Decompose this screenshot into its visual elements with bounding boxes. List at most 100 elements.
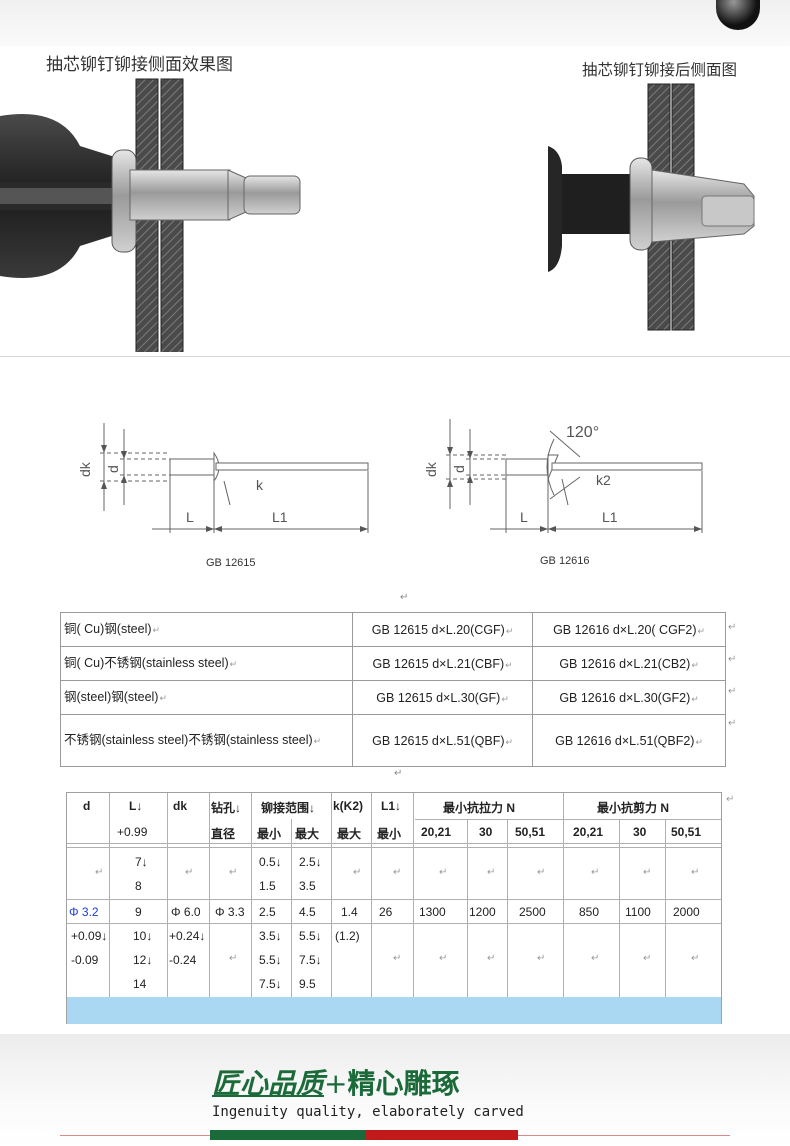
empty-cell-mark: ↵ (691, 867, 700, 878)
footer-green-bar (210, 1130, 366, 1140)
empty-cell-mark: ↵ (537, 867, 546, 878)
gb12616-cell: GB 12616 d×L.51(QBF2)↵ (532, 714, 726, 767)
L-value: 8 (135, 879, 142, 893)
header-grip-range: 铆接范围↓ (261, 801, 316, 815)
empty-cell-mark: ↵ (95, 867, 104, 878)
L-value: 14 (133, 977, 147, 991)
rivet-gun-illustration (0, 78, 301, 352)
row-end-mark: ↵ (728, 654, 737, 665)
row-end-mark: ↵ (728, 718, 737, 729)
footer-banner (0, 1034, 790, 1146)
dk-tolerance-minus: -0.24 (169, 953, 197, 967)
dk-label-right: dk (423, 461, 439, 477)
header-size: 50,51 (515, 825, 546, 839)
empty-cell-mark: ↵ (643, 953, 652, 964)
empty-cell-mark: ↵ (229, 867, 238, 878)
d-label-right: d (451, 465, 467, 473)
shear-value: 850 (579, 905, 600, 919)
grip-max-value: 3.5 (299, 879, 316, 893)
header-tensile: 最小抗拉力 N (443, 801, 516, 815)
empty-cell-mark: ↵ (439, 953, 448, 964)
empty-cell-mark: ↵ (537, 953, 546, 964)
rivet-dimension-drawing: dk d k L L1 120° dk d k2 L L1 (77, 419, 703, 533)
header-size: 30 (633, 825, 647, 839)
top-photo-strip (0, 0, 790, 46)
empty-cell-mark: ↵ (393, 953, 402, 964)
grip-min-value: 2.5 (259, 905, 276, 919)
table-row: 铜( Cu)钢(steel)↵ GB 12615 d×L.20(CGF)↵ GB… (60, 612, 726, 647)
header-L1-min: 最小 (377, 827, 402, 841)
d-tolerance-plus: +0.09↓ (71, 929, 108, 943)
tensile-value: 1300 (419, 905, 446, 919)
shear-value: 2000 (673, 905, 700, 919)
L-label-left: L (186, 509, 194, 525)
right-photo-title: 抽芯铆钉铆接后侧面图 (582, 61, 738, 79)
header-k: k(K2) (333, 799, 364, 813)
empty-cell-mark: ↵ (591, 867, 600, 878)
footer-red-bar (366, 1130, 518, 1140)
header-shear: 最小抗剪力 N (597, 801, 670, 815)
rivet-spec-table: d L↓ +0.99 dk 钻孔↓ 直径 铆接范围↓ 最小 最大 k(K2) 最… (66, 792, 722, 1024)
empty-cell-mark: ↵ (185, 867, 194, 878)
grip-min-value: 0.5↓ (259, 855, 282, 869)
empty-cell-mark: ↵ (591, 953, 600, 964)
empty-cell-mark: ↵ (353, 867, 362, 878)
header-L1: L1↓ (381, 799, 402, 813)
row-end-mark: ↵ (726, 794, 735, 805)
material-cell: 钢(steel)钢(steel)↵ (60, 680, 353, 715)
material-cell: 铜( Cu)钢(steel)↵ (60, 612, 353, 647)
drill-value: Φ 3.3 (215, 905, 245, 919)
grip-max-value: 2.5↓ (299, 855, 322, 869)
d-tolerance-minus: -0.09 (71, 953, 99, 967)
std-label-right: GB 12616 (540, 555, 590, 567)
header-size: 30 (479, 825, 493, 839)
rivet-after-view-image: 抽芯铆钉铆接后侧面图 (548, 46, 790, 352)
L1-label-left: L1 (272, 509, 288, 525)
grip-min-value: 3.5↓ (259, 929, 282, 943)
header-drill-diameter: 直径 (211, 827, 236, 841)
grip-max-value: 4.5 (299, 905, 316, 919)
header-L: L↓ (129, 799, 143, 813)
tensile-value: 1200 (469, 905, 496, 919)
angle-label: 120° (566, 424, 599, 441)
gb12616-cell: GB 12616 d×L.30(GF2)↵ (532, 680, 726, 715)
slogan: 匠心品质+精心雕琢 (212, 1067, 460, 1100)
paragraph-mark: ↵ (394, 768, 403, 779)
grip-min-value: 7.5↓ (259, 977, 282, 991)
k2-label: k2 (596, 472, 611, 488)
header-dk: dk (173, 799, 188, 813)
dk-label-left: dk (77, 461, 93, 477)
empty-cell-mark: ↵ (487, 867, 496, 878)
header-drill: 钻孔↓ (211, 801, 242, 815)
L-value: 10↓ (133, 929, 153, 943)
k2-value: (1.2) (335, 929, 360, 943)
gb12616-cell: GB 12616 d×L.21(CB2)↵ (532, 646, 726, 681)
left-photo-title: 抽芯铆钉铆接侧面效果图 (46, 55, 233, 75)
tensile-value: 2500 (519, 905, 546, 919)
empty-cell-mark: ↵ (691, 953, 700, 964)
header-grip-max: 最大 (295, 827, 320, 841)
row-end-mark: ↵ (728, 622, 737, 633)
L-value: 9 (135, 905, 142, 919)
std-label-left: GB 12615 (206, 557, 256, 569)
L1-value: 26 (379, 905, 393, 919)
gb12615-cell: GB 12615 d×L.51(QBF)↵ (351, 714, 534, 767)
slogan-english: Ingenuity quality, elaborately carved (212, 1104, 524, 1120)
d-value: Φ 3.2 (69, 905, 99, 919)
rivet-after-illustration (548, 83, 755, 331)
k-label-left: k (256, 477, 264, 493)
grip-max-value: 7.5↓ (299, 953, 322, 967)
grip-max-value: 9.5 (299, 977, 316, 991)
header-size: 20,21 (421, 825, 452, 839)
L-value: 12↓ (133, 953, 153, 967)
tool-knob-image (716, 0, 760, 30)
gb12615-cell: GB 12615 d×L.20(CGF)↵ (351, 612, 534, 647)
grip-max-value: 5.5↓ (299, 929, 322, 943)
grip-min-value: 5.5↓ (259, 953, 282, 967)
material-cell: 铜( Cu)不锈钢(stainless steel)↵ (60, 646, 353, 681)
row-end-mark: ↵ (728, 686, 737, 697)
table-row: 不锈钢(stainless steel)不锈钢(stainless steel)… (60, 714, 726, 767)
header-grip-min: 最小 (257, 827, 282, 841)
rivet-side-view-image: 抽芯铆钉铆接侧面效果图 (0, 46, 548, 352)
empty-cell-mark: ↵ (643, 867, 652, 878)
